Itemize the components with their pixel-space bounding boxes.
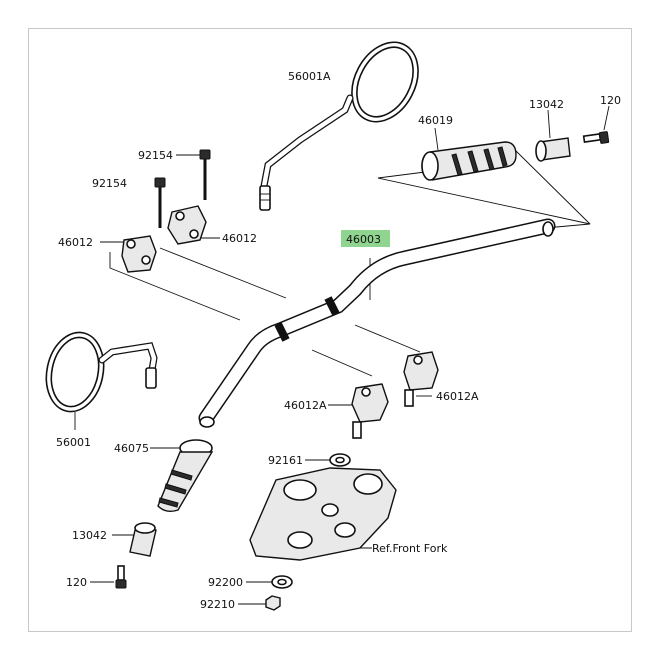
bolts-92154 <box>154 149 211 228</box>
callout-92161: 92161 <box>268 454 303 467</box>
callout-46075: 46075 <box>114 442 149 455</box>
nut-92210 <box>265 595 281 611</box>
holder-46012A-right <box>403 351 439 407</box>
callout-13042-top: 13042 <box>529 98 564 111</box>
holder-46012A-left <box>351 383 389 439</box>
callout-13042-bottom: 13042 <box>72 529 107 542</box>
holder-46012-right <box>167 205 207 245</box>
diagram-frame <box>28 28 632 632</box>
callout-labels: 56001A 46019 13042 120 92154 92154 46012… <box>56 70 621 611</box>
bar-end-weight-13042-top <box>535 137 571 162</box>
callout-ref-front-fork: Ref.Front Fork <box>372 542 448 555</box>
bolt-120-top <box>582 131 610 144</box>
washer-92161 <box>329 453 351 467</box>
callout-56001A: 56001A <box>288 70 331 83</box>
callout-120-top: 120 <box>600 94 621 107</box>
callout-46003-highlight <box>341 230 390 247</box>
washer-92200 <box>271 575 293 589</box>
mirror-56001 <box>45 331 158 413</box>
callout-46012A-right: 46012A <box>436 390 479 403</box>
callout-92210: 92210 <box>200 598 235 611</box>
callout-56001: 56001 <box>56 436 91 449</box>
callout-46012-left: 46012 <box>58 236 93 249</box>
callout-92154-b: 92154 <box>92 177 127 190</box>
callout-46012A-left: 46012A <box>284 399 327 412</box>
grip-46075 <box>157 439 214 513</box>
callout-46012-right: 46012 <box>222 232 257 245</box>
mirror-56001A <box>259 41 419 211</box>
grip-46019 <box>421 141 517 181</box>
fork-top-bridge <box>249 467 397 561</box>
bar-end-weight-13042-bottom <box>129 522 157 557</box>
callout-92200: 92200 <box>208 576 243 589</box>
holder-46012-left <box>121 235 157 273</box>
callout-46003: 46003 <box>346 233 381 246</box>
callout-120-bottom: 120 <box>66 576 87 589</box>
callout-92154-a: 92154 <box>138 149 173 162</box>
handlebar-46003 <box>198 218 556 428</box>
callout-46019: 46019 <box>418 114 453 127</box>
bolt-120-bottom <box>115 565 127 589</box>
